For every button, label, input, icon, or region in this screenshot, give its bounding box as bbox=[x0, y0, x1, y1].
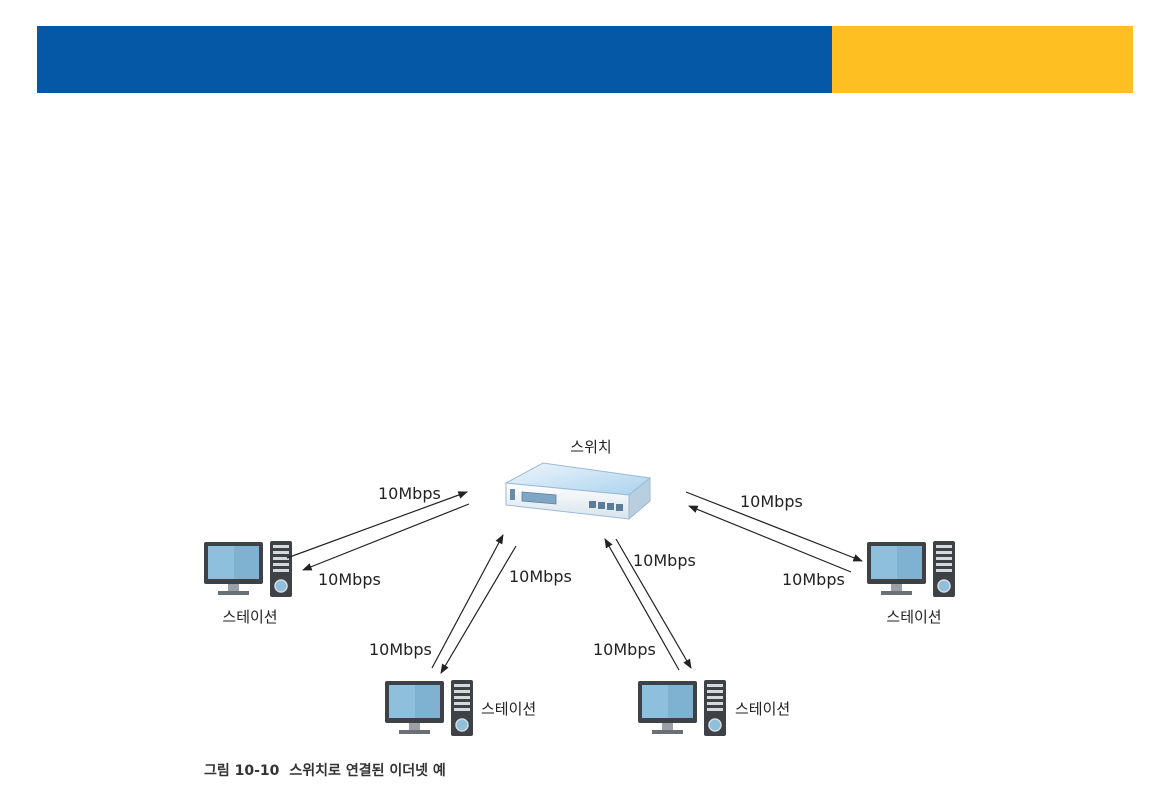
link-bottom-right-up-label: 10Mbps bbox=[633, 551, 696, 570]
station-bottom-right-computer-icon bbox=[638, 680, 726, 736]
link-bottom-left-down-label: 10Mbps bbox=[369, 640, 432, 659]
figure-number: 그림 10-10 bbox=[204, 763, 280, 779]
header-banner-blue bbox=[37, 26, 832, 93]
link-right-up-label: 10Mbps bbox=[740, 492, 803, 511]
station-right-computer-icon bbox=[867, 541, 955, 597]
station-bottom-left-computer-icon bbox=[385, 680, 473, 736]
figure-caption-text: 스위치로 연결된 이더넷 예 bbox=[289, 763, 446, 779]
switch-label: 스위치 bbox=[570, 438, 611, 456]
arrow-switch-to-right bbox=[685, 491, 863, 562]
link-bottom-right-down-label: 10Mbps bbox=[593, 640, 656, 659]
arrow-bottom-left-to-switch bbox=[431, 534, 504, 669]
header-banner-yellow bbox=[832, 26, 1133, 93]
network-switch-icon bbox=[504, 462, 652, 521]
link-right-down-label: 10Mbps bbox=[782, 570, 845, 589]
station-right-label: 스테이션 bbox=[886, 608, 941, 626]
link-bottom-left-up-label: 10Mbps bbox=[509, 567, 572, 586]
figure-caption: 그림 10-10 스위치로 연결된 이더넷 예 bbox=[204, 760, 446, 780]
station-bottom-right-label: 스테이션 bbox=[735, 700, 790, 718]
station-left-computer-icon bbox=[204, 541, 292, 597]
link-left-up-label: 10Mbps bbox=[378, 484, 441, 503]
arrow-switch-to-left bbox=[302, 503, 470, 571]
arrow-bottom-right-to-switch bbox=[604, 538, 680, 671]
arrow-switch-to-bottom-right bbox=[615, 538, 692, 669]
station-bottom-left-label: 스테이션 bbox=[481, 700, 536, 718]
link-left-down-label: 10Mbps bbox=[318, 570, 381, 589]
arrow-switch-to-bottom-left bbox=[440, 545, 517, 674]
arrow-right-to-switch bbox=[688, 505, 852, 573]
arrow-left-to-switch bbox=[286, 491, 468, 559]
station-left-label: 스테이션 bbox=[222, 608, 277, 626]
